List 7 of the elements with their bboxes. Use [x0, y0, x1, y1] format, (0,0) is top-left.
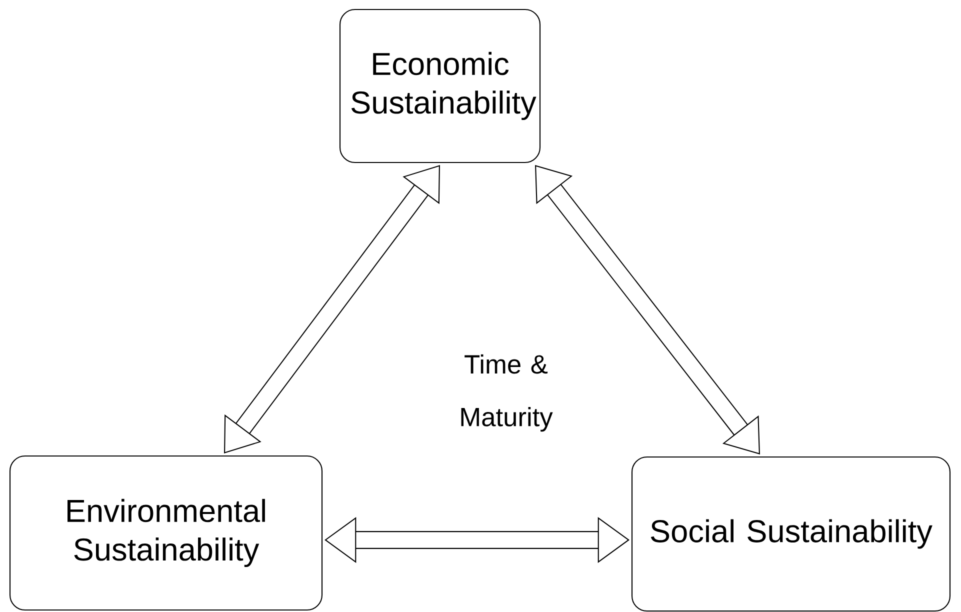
process-box: Economic Sustainability — [339, 8, 541, 164]
center-label: Time & Maturity — [461, 354, 553, 432]
process-box: Environmental Sustainability — [9, 455, 323, 610]
double-arrow — [535, 165, 760, 454]
double-arrow — [324, 517, 630, 563]
double-arrow — [224, 165, 440, 454]
process-box: Social Sustainability — [631, 456, 951, 612]
